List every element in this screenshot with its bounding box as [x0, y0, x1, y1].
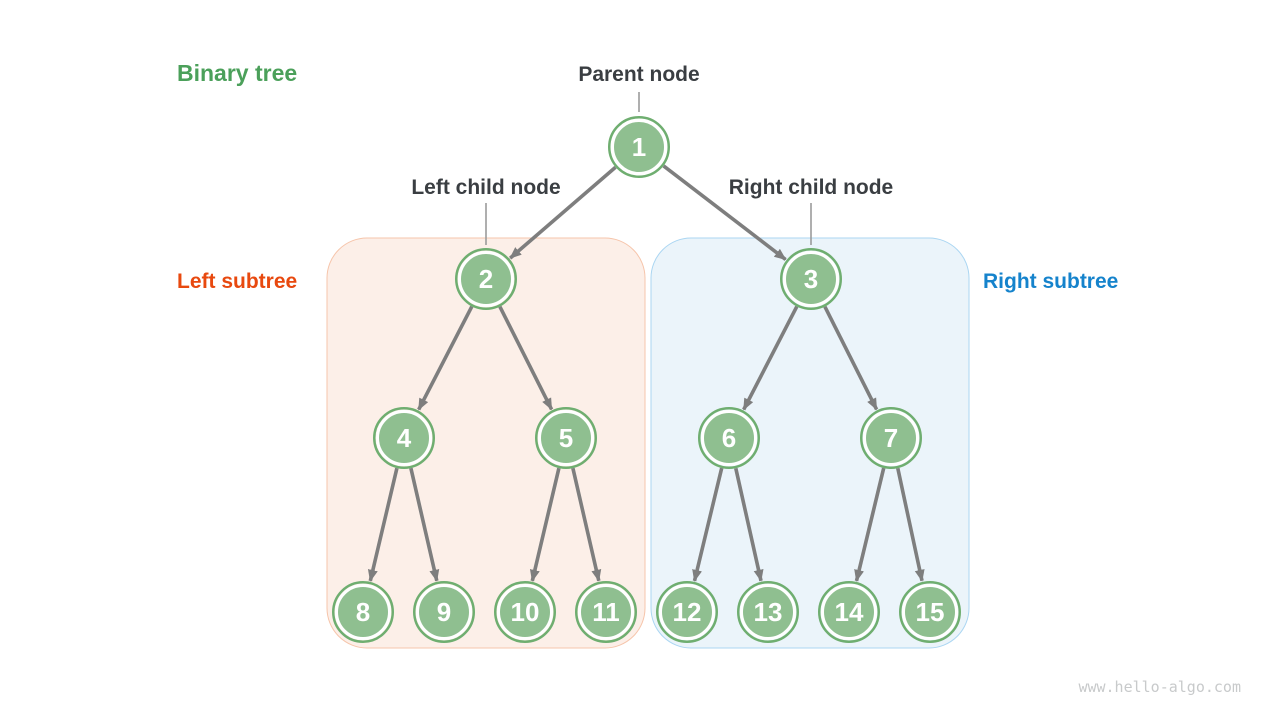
node-ring [494, 581, 556, 643]
left-child-node-label: Left child node [411, 176, 560, 199]
node-value: 13 [754, 597, 783, 627]
tree-node-10: 10 [494, 581, 556, 643]
node-ring [860, 407, 922, 469]
node-ring [413, 581, 475, 643]
node-circle [740, 584, 796, 640]
node-ring [608, 116, 670, 178]
node-circle [376, 410, 432, 466]
node-circle [701, 410, 757, 466]
left-subtree-label: Left subtree [177, 270, 297, 293]
node-ring [656, 581, 718, 643]
tree-node-8: 8 [332, 581, 394, 643]
node-ring [455, 248, 517, 310]
tree-node-4: 4 [373, 407, 435, 469]
tree-node-7: 7 [860, 407, 922, 469]
edge-4-9 [409, 467, 440, 582]
node-ring [373, 407, 435, 469]
node-circle [416, 584, 472, 640]
node-circle [902, 584, 958, 640]
node-circle [497, 584, 553, 640]
right-subtree-label: Right subtree [983, 270, 1118, 293]
tree-node-15: 15 [899, 581, 961, 643]
node-value: 14 [835, 597, 864, 627]
edge-3-7 [823, 305, 879, 411]
node-value: 12 [673, 597, 702, 627]
annotation-pointers [485, 92, 812, 245]
node-ring [818, 581, 880, 643]
watermark-url: www.hello-algo.com [1078, 678, 1241, 696]
tree-node-13: 13 [737, 581, 799, 643]
node-circle [611, 119, 667, 175]
right-subtree-region [650, 237, 970, 649]
node-circle [863, 410, 919, 466]
right-child-node-label: Right child node [729, 176, 893, 199]
node-circle [659, 584, 715, 640]
tree-node-9: 9 [413, 581, 475, 643]
tree-node-2: 2 [455, 248, 517, 310]
node-value: 7 [884, 423, 898, 453]
tree-node-3: 3 [780, 248, 842, 310]
node-circle [538, 410, 594, 466]
tree-node-6: 6 [698, 407, 760, 469]
node-ring [698, 407, 760, 469]
node-circle [821, 584, 877, 640]
node-value: 5 [559, 423, 573, 453]
edge-6-12 [692, 467, 724, 582]
edge-1-3 [662, 164, 787, 261]
tree-nodes: 1 2 3 4 5 6 7 [332, 116, 961, 643]
node-ring [332, 581, 394, 643]
edge-3-6 [742, 305, 799, 411]
node-value: 10 [511, 597, 540, 627]
node-ring [575, 581, 637, 643]
node-circle [458, 251, 514, 307]
edge-4-8 [367, 467, 399, 582]
node-value: 2 [479, 264, 493, 294]
diagram-title: Binary tree [177, 60, 297, 86]
tree-node-12: 12 [656, 581, 718, 643]
tree-node-5: 5 [535, 407, 597, 469]
node-value: 8 [356, 597, 370, 627]
node-value: 6 [722, 423, 736, 453]
node-ring [535, 407, 597, 469]
edge-1-2 [509, 165, 617, 260]
edge-2-4 [417, 305, 474, 411]
node-value: 9 [437, 597, 451, 627]
node-ring [780, 248, 842, 310]
node-ring [899, 581, 961, 643]
tree-edges [367, 164, 925, 582]
node-value: 3 [804, 264, 818, 294]
node-circle [783, 251, 839, 307]
node-value: 15 [916, 597, 945, 627]
node-ring [737, 581, 799, 643]
edge-7-14 [854, 467, 886, 582]
edge-6-13 [734, 467, 764, 582]
node-circle [335, 584, 391, 640]
node-circle [578, 584, 634, 640]
edge-7-15 [896, 467, 925, 582]
parent-node-label: Parent node [578, 63, 699, 86]
edge-5-11 [571, 467, 602, 582]
node-value: 1 [632, 132, 646, 162]
tree-node-11: 11 [575, 581, 637, 643]
tree-node-14: 14 [818, 581, 880, 643]
tree-node-1: 1 [608, 116, 670, 178]
edge-2-5 [498, 305, 554, 411]
node-value: 11 [592, 597, 620, 627]
node-value: 4 [397, 423, 412, 453]
edge-5-10 [529, 467, 561, 582]
